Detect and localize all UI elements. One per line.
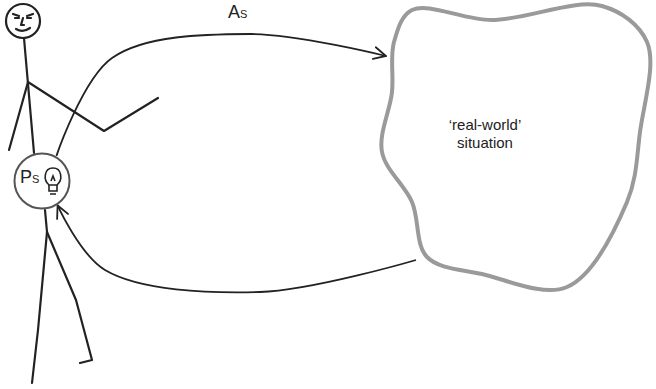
eyebrows [13,14,33,16]
blob-outline [372,2,654,294]
left-arm [9,82,28,150]
situation-blob: ‘real-world’ situation [372,2,654,294]
mouth [16,28,30,31]
flow-arrow [58,205,416,292]
idea-circle: PS [13,152,71,210]
node-text: PS [20,167,46,189]
lightbulb-icon [45,168,61,194]
node-text: ‘real-world’ situation [425,116,545,152]
left-leg [32,232,47,383]
spine [24,38,34,153]
nose [21,18,24,25]
flow-arrow [56,34,386,156]
head [6,4,40,38]
right-arm [28,82,158,131]
spine [45,210,47,232]
edge-label: AS [226,2,249,23]
